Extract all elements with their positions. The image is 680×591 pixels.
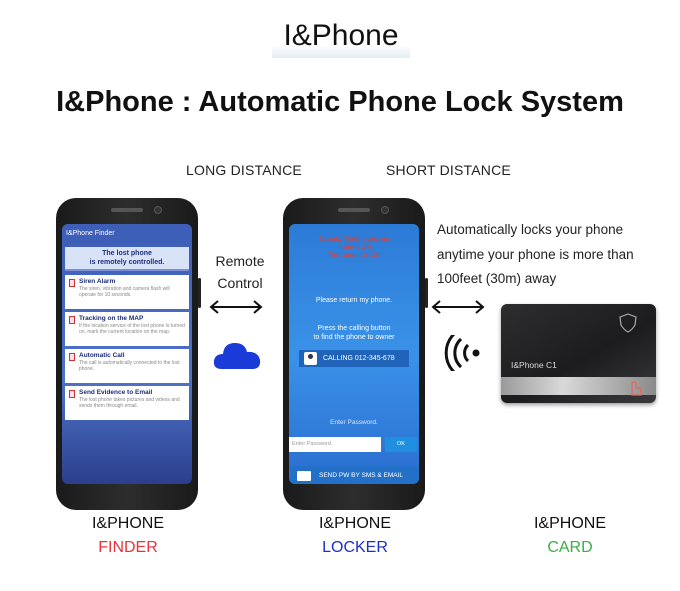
description-line: anytime your phone is more than: [437, 246, 634, 262]
double-arrow-icon: [431, 300, 485, 314]
card-metal-strip: [501, 377, 656, 395]
item-desc: If the location service of the lost phon…: [79, 323, 185, 335]
password-input[interactable]: Enter Password.: [289, 437, 381, 452]
item-title: Send Evidence to Email: [79, 389, 153, 396]
item-title: Siren Alarm: [79, 278, 116, 285]
finder-item-call[interactable]: Automatic Call The call is automatically…: [65, 349, 189, 383]
camera: [154, 206, 162, 214]
finder-item-email[interactable]: Send Evidence to Email The lost phone ta…: [65, 386, 189, 420]
banner-line: is remotely controlled.: [89, 259, 165, 266]
ok-button[interactable]: OK: [385, 437, 417, 452]
label-line2: LOCKER: [322, 539, 388, 556]
calling-button[interactable]: CALLING 012-345-678: [299, 350, 409, 367]
remote-line: Remote: [215, 253, 265, 269]
side-button: [425, 278, 428, 308]
finder-screen: I&Phone Finder The lost phone is remotel…: [62, 224, 192, 484]
calling-label: CALLING 012-345-678: [323, 355, 395, 362]
finder-item-map[interactable]: Tracking on the MAP If the location serv…: [65, 312, 189, 346]
phone-icon: [69, 390, 75, 398]
cloud-icon: [213, 343, 261, 369]
remote-control-label: Remote Control: [208, 250, 272, 294]
item-desc: The siren, vibration and camera flash wi…: [79, 286, 170, 298]
camera: [381, 206, 389, 214]
card-logo-text: I&Phone C1: [511, 360, 557, 370]
item-desc: The call is automatically connected to t…: [79, 360, 180, 372]
warning-line: Security Theft protection: [318, 236, 390, 243]
finder-item-siren[interactable]: Siren Alarm The siren, vibration and cam…: [65, 275, 189, 309]
description-line: Automatically locks your phone: [437, 222, 624, 237]
speaker: [338, 208, 370, 212]
envelope-icon: [297, 471, 311, 481]
send-pw-label: SEND PW BY SMS & EMAIL: [319, 472, 404, 479]
label-line1: I&PHONE: [318, 515, 391, 532]
finder-label: I&PHONE FINDER: [58, 512, 198, 560]
item-desc: The lost phone takes pictures and videos…: [79, 397, 180, 409]
iphone-card: I&Phone C1: [501, 304, 656, 403]
call-instruction: Press the calling button: [317, 325, 391, 332]
send-pw-button[interactable]: SEND PW BY SMS & EMAIL: [291, 466, 419, 484]
side-button: [198, 278, 201, 308]
touch-icon: [631, 381, 642, 396]
label-line2: FINDER: [98, 539, 158, 556]
label-line1: I&PHONE: [533, 515, 606, 532]
warning-line: mode is ON: [336, 244, 372, 251]
long-distance-label: LONG DISTANCE: [186, 162, 302, 178]
phone-icon: [69, 279, 75, 287]
phone-icon: [69, 353, 75, 361]
card-label: I&PHONE CARD: [500, 512, 640, 560]
security-warning: Security Theft protection mode is ON The…: [289, 236, 419, 260]
speaker: [111, 208, 143, 212]
finder-banner: The lost phone is remotely controlled.: [65, 247, 189, 271]
item-title: Tracking on the MAP: [79, 315, 144, 322]
remote-line: Control: [217, 275, 263, 291]
phone-icon: [69, 316, 75, 324]
enter-password-label: Enter Password.: [330, 419, 378, 426]
warning-line: The camera is ON: [327, 252, 381, 259]
finder-app-bar: I&Phone Finder: [62, 224, 192, 244]
locker-label: I&PHONE LOCKER: [285, 512, 425, 560]
finder-phone: I&Phone Finder The lost phone is remotel…: [56, 198, 201, 510]
locker-screen: Security Theft protection mode is ON The…: [289, 224, 419, 484]
call-instruction: to find the phone to owner: [313, 334, 395, 341]
locker-phone: Security Theft protection mode is ON The…: [283, 198, 428, 510]
banner-line: The lost phone: [102, 250, 152, 257]
brand-title: I&Phone: [272, 14, 410, 58]
label-line2: CARD: [547, 539, 593, 556]
headline: I&Phone : Automatic Phone Lock System: [56, 86, 624, 118]
short-distance-label: SHORT DISTANCE: [386, 162, 511, 178]
return-message: Please return my phone.: [315, 297, 393, 304]
person-icon: [304, 352, 317, 365]
shield-logo-icon: [619, 313, 637, 333]
description-line: 100feet (30m) away: [437, 271, 557, 286]
nfc-signal-icon: [444, 335, 480, 371]
item-title: Automatic Call: [79, 352, 125, 359]
double-arrow-icon: [209, 300, 263, 314]
label-line1: I&PHONE: [91, 515, 164, 532]
description: Automatically locks your phone anytime y…: [437, 218, 677, 292]
